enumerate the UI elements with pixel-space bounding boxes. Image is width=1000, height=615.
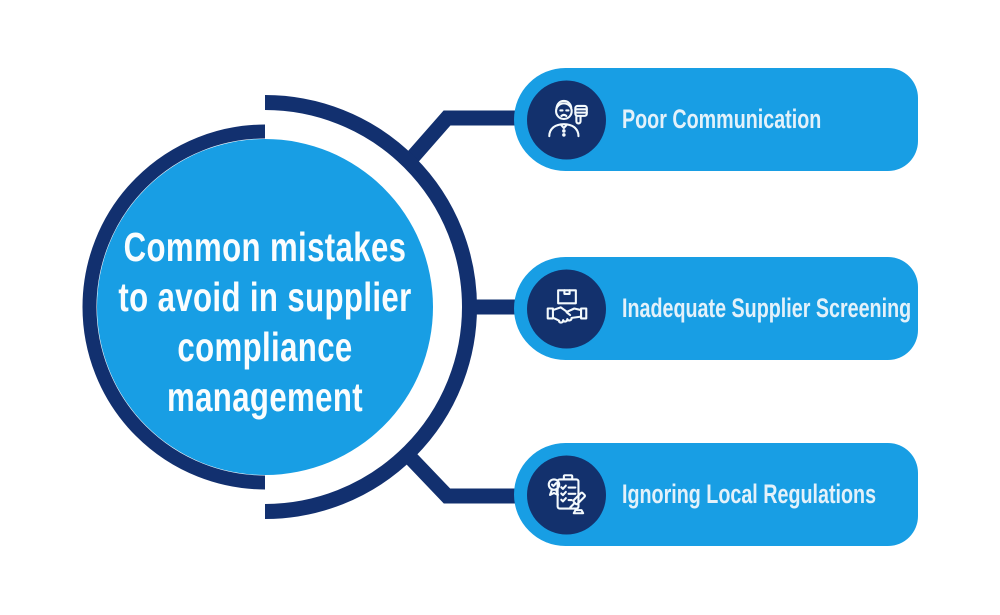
card-inadequate-supplier-screening: Inadequate Supplier Screening — [514, 257, 918, 360]
hub-circle — [97, 139, 433, 475]
clipboard-gavel-icon — [527, 455, 606, 534]
hub-outer-arc — [264, 95, 477, 519]
card-label: Ignoring Local Regulations — [622, 479, 877, 509]
connector-top — [398, 110, 530, 172]
card-ignoring-local-regulations: Ignoring Local Regulations — [514, 443, 918, 546]
card-label: Inadequate Supplier Screening — [622, 293, 912, 323]
card-label: Poor Communication — [622, 104, 822, 134]
card-poor-communication: Poor Communication — [514, 68, 918, 171]
connector-bottom — [398, 445, 530, 504]
person-thumbs-down-icon — [527, 80, 606, 159]
hub-inner-ring-arc — [82, 124, 266, 490]
handshake-package-icon — [527, 269, 606, 348]
